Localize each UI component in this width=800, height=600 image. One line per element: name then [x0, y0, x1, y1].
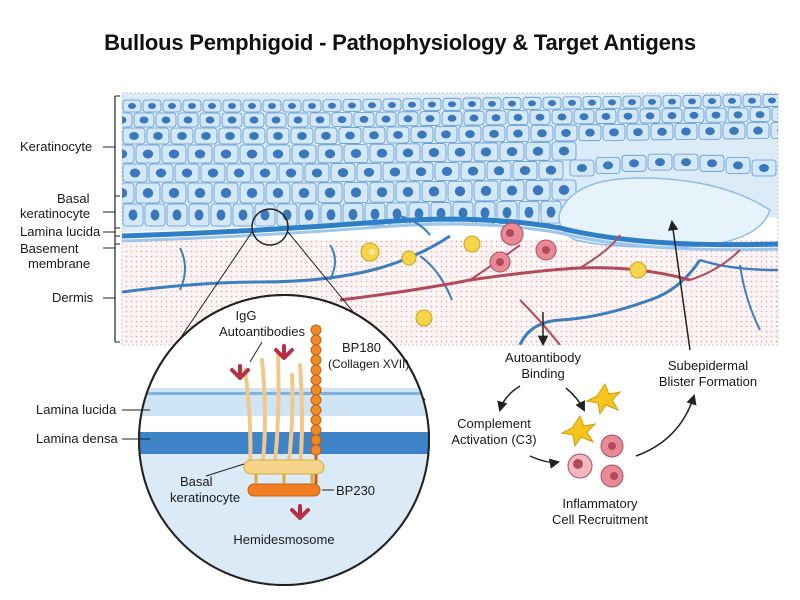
label-inset-basal-2: keratinocyte [170, 490, 240, 505]
blister [558, 177, 771, 248]
dermal-inflammatory-cells [360, 222, 647, 327]
inflammatory-cells [567, 434, 624, 488]
arrow-to-blister [667, 219, 691, 351]
step-complement-2: Activation (C3) [451, 432, 536, 447]
complement-star-icon [560, 414, 597, 448]
label-basal-2: keratinocyte [20, 206, 90, 221]
label-hemidesmosome: Hemidesmosome [233, 532, 334, 547]
layer-labels: Keratinocyte Basal keratinocyte Lamina l… [20, 95, 120, 343]
label-keratinocyte: Keratinocyte [20, 139, 92, 154]
step-blister-1: Subepidermal [668, 358, 748, 373]
complement-star-icon [585, 382, 622, 416]
step-inflammatory-2: Cell Recruitment [552, 512, 648, 527]
arrow-complement-to-cells [529, 455, 561, 469]
label-igg-2: Autoantibodies [219, 324, 306, 339]
label-bp180-sub: (Collagen XVII) [328, 357, 409, 371]
label-bp230: BP230 [336, 483, 375, 498]
label-basal-1: Basal [57, 191, 90, 206]
label-inset-lucida: Lamina lucida [36, 402, 117, 417]
pathway-diagram: Autoantibody Binding Complement Activati… [451, 219, 757, 527]
label-basement-1: Basement [20, 241, 79, 256]
arrow-binding-to-complement [497, 385, 521, 413]
arrow-binding-to-cells [565, 387, 585, 412]
label-igg-1: IgG [236, 308, 257, 323]
tissue-section [122, 93, 778, 345]
diagram-title: Bullous Pemphigoid - Pathophysiology & T… [104, 30, 696, 55]
step-inflammatory-1: Inflammatory [562, 496, 638, 511]
zoom-marker [251, 208, 289, 246]
inset-labels: IgG Autoantibodies BP180 (Collagen XVII)… [36, 308, 409, 547]
label-bp180: BP180 [342, 340, 381, 355]
label-inset-densa: Lamina densa [36, 431, 118, 446]
step-binding-2: Binding [521, 366, 564, 381]
label-inset-basal-1: Basal [180, 474, 213, 489]
basement-membrane [122, 216, 778, 248]
arrow-cells-to-blister [635, 393, 697, 457]
keratinocyte-cells [122, 94, 778, 227]
step-complement-1: Complement [457, 416, 531, 431]
step-blister-2: Blister Formation [659, 374, 757, 389]
label-basement-2: membrane [28, 256, 90, 271]
label-lamina-lucida: Lamina lucida [20, 224, 101, 239]
step-binding-1: Autoantibody [505, 350, 581, 365]
label-dermis: Dermis [52, 290, 94, 305]
